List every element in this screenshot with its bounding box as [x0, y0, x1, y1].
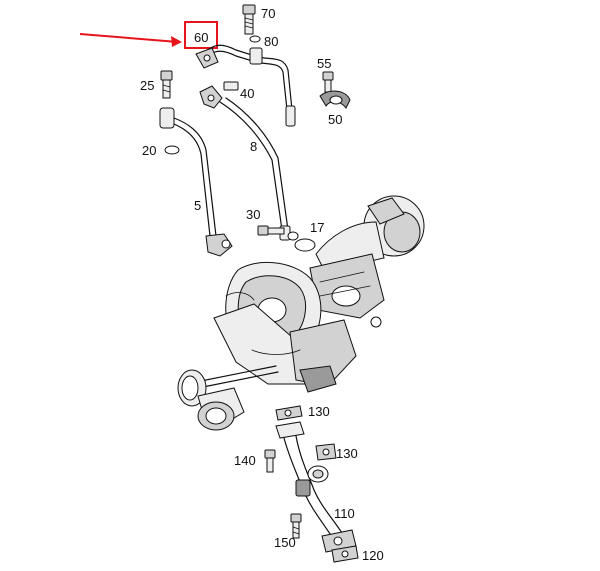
callout-140: 140	[234, 453, 256, 468]
bolt-55[interactable]	[322, 71, 334, 93]
bracket-40[interactable]	[199, 81, 239, 109]
callout-150: 150	[274, 535, 296, 550]
highlight-box	[184, 21, 218, 49]
callout-120: 120	[362, 548, 384, 563]
callout-5: 5	[194, 198, 201, 213]
callout-8: 8	[250, 139, 257, 154]
gasket-130-upper[interactable]	[275, 405, 303, 421]
gasket-130-lower[interactable]	[315, 443, 337, 461]
seal-ring-small	[287, 231, 299, 241]
bolt-25[interactable]	[160, 70, 173, 99]
callout-130-upper: 130	[308, 404, 330, 419]
callout-40: 40	[240, 86, 254, 101]
callout-130-lower: 130	[336, 446, 358, 461]
washer-20[interactable]	[164, 145, 180, 155]
oil-line-5[interactable]	[159, 107, 233, 257]
seal-ring-17[interactable]	[294, 238, 316, 252]
bolt-140[interactable]	[264, 449, 276, 473]
callout-55: 55	[317, 56, 331, 71]
oil-return-line-110[interactable]	[275, 421, 357, 553]
turbocharger-assembly[interactable]	[177, 195, 425, 431]
callout-25: 25	[140, 78, 154, 93]
bolt-150[interactable]	[290, 513, 302, 539]
callout-17: 17	[310, 220, 324, 235]
callout-50: 50	[328, 112, 342, 127]
callout-60: 60	[194, 30, 208, 45]
callout-20: 20	[142, 143, 156, 158]
callout-110: 110	[334, 506, 355, 521]
callout-70: 70	[261, 6, 275, 21]
gasket-120[interactable]	[331, 545, 359, 563]
callout-30: 30	[246, 207, 260, 222]
washer-80[interactable]	[249, 35, 261, 43]
clamp-50[interactable]	[319, 90, 351, 109]
fitting-small	[307, 465, 329, 483]
callout-80: 80	[264, 34, 278, 49]
highlight-arrow	[79, 33, 182, 47]
banjo-fitting-60[interactable]	[195, 47, 219, 69]
bolt-70[interactable]	[242, 4, 256, 35]
bolt-30[interactable]	[257, 225, 285, 236]
